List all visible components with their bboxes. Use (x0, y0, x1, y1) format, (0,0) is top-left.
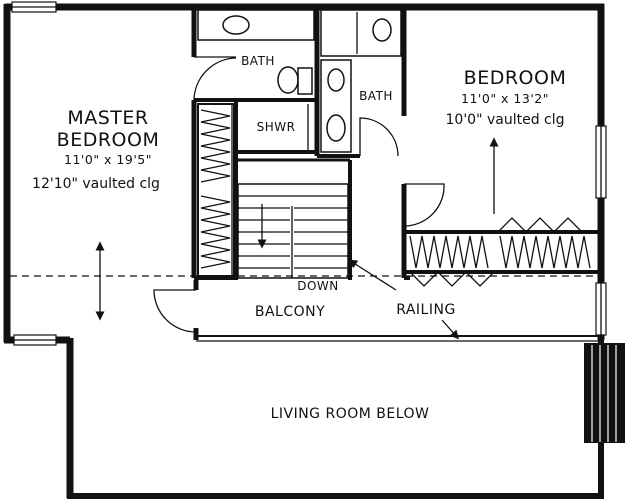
fixtures (197, 9, 402, 153)
living-room-below-label: LIVING ROOM BELOW (271, 406, 430, 422)
door-master-balcony (153, 289, 197, 333)
bedroom-ceiling: 10'0" vaulted clg (446, 112, 565, 128)
master-bedroom-title-1: MASTER (67, 107, 148, 129)
lower-bath-label: BATH (359, 89, 393, 103)
upper-bath-toilet-tank (297, 67, 313, 95)
upper-bath-tub (197, 9, 315, 41)
stair-down-label: DOWN (297, 279, 339, 293)
stairs (237, 183, 349, 279)
master-closet-doors-2 (200, 195, 231, 269)
door-lower-bath (359, 117, 399, 157)
lower-bath-shower (320, 9, 402, 57)
doors (153, 56, 445, 333)
labels: MASTER BEDROOM 11'0" x 19'5" 12'10" vaul… (32, 54, 566, 422)
bedroom-closet-swing-left (409, 271, 495, 287)
lower-bath-shower-drain (372, 18, 392, 42)
door-upper-bath (193, 56, 237, 101)
down-leader-arrow (348, 259, 397, 291)
lower-bath-sink (327, 68, 345, 92)
bedroom-closet-doors-1 (409, 235, 489, 269)
lower-bath-counter (320, 59, 352, 153)
upper-bath-toilet (277, 66, 299, 94)
master-bedroom-dimensions: 11'0" x 19'5" (64, 152, 152, 167)
stair-outline (237, 183, 349, 279)
bedroom-title: BEDROOM (464, 67, 567, 89)
balcony-railing (196, 335, 598, 342)
upper-bath-sink (222, 15, 250, 35)
master-bedroom-title-2: BEDROOM (57, 129, 160, 151)
chimney-block (584, 343, 625, 443)
upper-bath-label: BATH (241, 54, 275, 68)
stair-treads (238, 195, 348, 269)
bedroom-dimensions: 11'0" x 13'2" (461, 91, 549, 106)
bedroom-closet-swing-right (497, 217, 583, 233)
chimney-hatch (584, 343, 625, 443)
lower-bath-toilet (326, 114, 346, 142)
master-closet-doors-1 (200, 109, 231, 183)
railing-label: RAILING (396, 302, 456, 318)
master-bedroom-ceiling: 12'10" vaulted clg (32, 176, 160, 192)
windows (11, 1, 607, 346)
arrows (95, 137, 499, 340)
interior-walls (191, 4, 600, 340)
shower-label: SHWR (257, 120, 296, 134)
railing-leader-arrow (441, 319, 459, 340)
bedroom-closet-doors-2 (499, 235, 591, 269)
door-bedroom (403, 183, 445, 227)
balcony-label: BALCONY (255, 304, 325, 320)
